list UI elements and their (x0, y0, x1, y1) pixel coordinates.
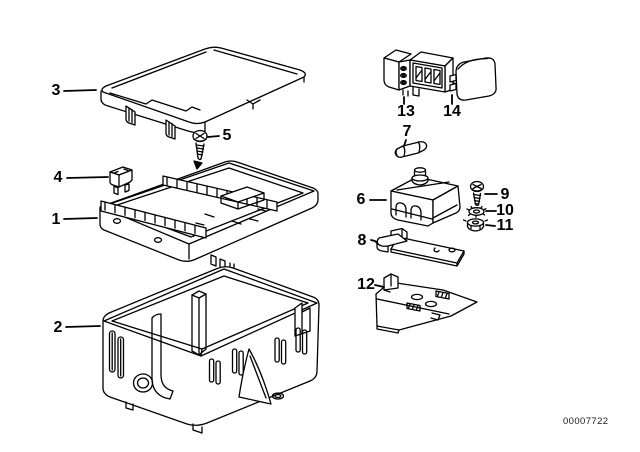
part-5-screw (192, 129, 208, 170)
part-4-blade-fuse (109, 166, 133, 196)
part-6-cap-cover (390, 167, 461, 227)
part-12-bracket-plate (375, 273, 478, 334)
callout-4: 4 (53, 169, 63, 186)
callout-leader-lines (63, 89, 498, 328)
doc-number: 00007722 (563, 416, 609, 427)
part-13-relay-socket (383, 49, 465, 97)
callout-2: 2 (53, 319, 63, 336)
part-2-lower-housing (102, 266, 320, 434)
callout-13: 13 (397, 103, 415, 120)
callout-9: 9 (500, 186, 510, 203)
callout-5: 5 (222, 127, 232, 144)
callout-12: 12 (357, 276, 375, 293)
callout-3: 3 (51, 82, 61, 99)
callout-8: 8 (357, 232, 367, 249)
part-1-fuse-box-upper (99, 160, 319, 272)
callout-14: 14 (443, 103, 461, 120)
assembly-arrow-icon (193, 160, 203, 170)
part-8-flat-bracket (376, 227, 465, 267)
part-3-cover-lid (100, 46, 306, 140)
part-7-tubular-fuse (394, 141, 428, 158)
callout-7: 7 (402, 123, 412, 140)
part-14-relay-cover (449, 57, 497, 101)
callout-11: 11 (496, 217, 514, 234)
part-10-lock-washer (466, 205, 487, 218)
callout-1: 1 (51, 211, 61, 228)
part-11-nut (462, 218, 489, 232)
part-9-screw (469, 180, 485, 207)
callout-10: 10 (496, 202, 514, 219)
callout-6: 6 (356, 191, 366, 208)
